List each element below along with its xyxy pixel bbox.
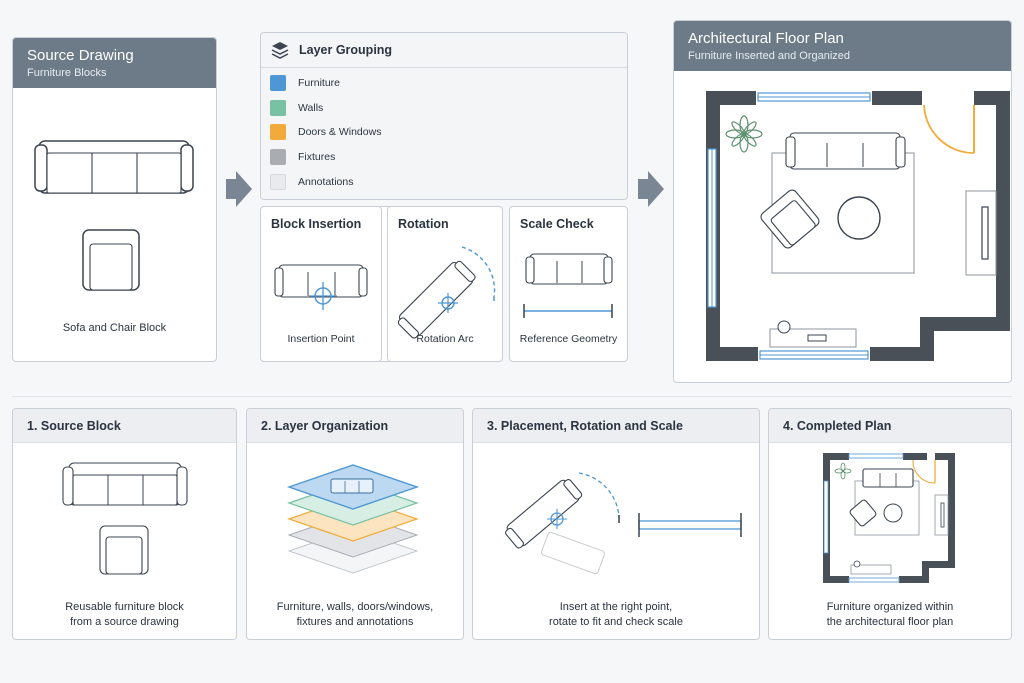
chair-icon <box>82 229 140 291</box>
layer-label: Doors & Windows <box>298 126 382 138</box>
rotation-arc-caption: Rotation Arc <box>416 333 474 345</box>
step-completed-plan-card: 4. Completed Plan Furn <box>768 408 1012 640</box>
layer-row-walls: Walls <box>270 100 323 116</box>
section-divider <box>12 396 1012 397</box>
flow-arrow-2 <box>638 171 664 207</box>
scale-check-card: Scale Check Reference Geometry <box>509 206 628 362</box>
block-insertion-card: Block Insertion Insertion Point <box>260 206 382 362</box>
insertion-sofa-icon <box>274 264 368 310</box>
step-3-scale-icon <box>638 513 742 537</box>
layer-label: Annotations <box>298 176 354 188</box>
step-4-caption-line2: the architectural floor plan <box>826 616 954 628</box>
layers-icon <box>271 42 289 59</box>
source-drawing-caption: Sofa and Chair Block <box>62 322 167 334</box>
floor-plan-panel: Architectural Floor Plan Furniture Inser… <box>673 20 1012 383</box>
step-1-caption-line2: from a source drawing <box>70 616 179 628</box>
step-3-caption-line2: rotate to fit and check scale <box>549 616 683 628</box>
step-3-caption-line1: Insert at the right point, <box>559 601 673 613</box>
source-drawing-panel: Source Drawing Furniture Blocks Sofa and… <box>12 37 217 362</box>
flow-arrow-1 <box>226 171 252 207</box>
block-insertion-title: Block Insertion <box>271 217 362 231</box>
step-1-caption-line1: Reusable furniture block <box>65 601 184 613</box>
layer-label: Fixtures <box>298 151 336 163</box>
step-layer-organization-card: 2. Layer Organization Furniture, walls, … <box>246 408 464 640</box>
layer-row-doors-windows: Doors & Windows <box>270 124 381 140</box>
scale-sofa-icon <box>523 253 613 318</box>
step-2-caption-line2: fixtures and annotations <box>296 616 414 628</box>
layer-label: Furniture <box>298 77 341 89</box>
walls-swatch <box>270 100 286 116</box>
sofa-icon <box>34 140 194 194</box>
reference-geometry-caption: Reference Geometry <box>519 333 618 345</box>
rotation-title: Rotation <box>398 217 449 231</box>
furniture-swatch <box>270 75 286 91</box>
layer-grouping-header: Layer Grouping <box>261 33 627 67</box>
step-2-title: 2. Layer Organization <box>247 409 463 443</box>
annotations-swatch <box>270 174 286 190</box>
rotation-card: Rotation Rotation Arc <box>387 206 503 362</box>
layer-grouping-title: Layer Grouping <box>299 43 393 57</box>
source-drawing-title: Source Drawing <box>27 47 134 64</box>
insertion-point-caption: Insertion Point <box>287 333 355 345</box>
scale-check-title: Scale Check <box>520 217 594 231</box>
step-4-title: 4. Completed Plan <box>769 409 1011 443</box>
step-source-block-card: 1. Source Block Reusable furniture block… <box>12 408 237 640</box>
source-drawing-header: Source Drawing Furniture Blocks <box>13 38 216 88</box>
floor-plan-title: Architectural Floor Plan <box>688 30 844 47</box>
layer-stack-icon <box>286 464 420 574</box>
layer-row-annotations: Annotations <box>270 174 353 190</box>
mini-floor-plan-icon <box>823 453 955 583</box>
step-placement-card: 3. Placement, Rotation and Scale Insert … <box>472 408 760 640</box>
step-4-caption-line1: Furniture organized within <box>826 601 954 613</box>
doors-windows-swatch <box>270 124 286 140</box>
fixtures-swatch <box>270 149 286 165</box>
floor-plan-subtitle: Furniture Inserted and Organized <box>688 50 851 62</box>
rotation-sofa-icon <box>397 246 496 339</box>
step-3-rotation-icon <box>505 472 620 575</box>
step-1-chair-icon <box>99 525 149 575</box>
layer-grouping-panel: Layer Grouping Furniture Walls Doors & W… <box>260 32 628 200</box>
source-drawing-subtitle: Furniture Blocks <box>27 67 107 79</box>
step-3-title: 3. Placement, Rotation and Scale <box>473 409 759 443</box>
floor-plan-drawing <box>706 91 1010 361</box>
step-1-title: 1. Source Block <box>13 409 236 443</box>
layer-row-furniture: Furniture <box>270 75 340 91</box>
layer-row-fixtures: Fixtures <box>270 149 335 165</box>
layer-label: Walls <box>298 102 324 114</box>
step-1-sofa-icon <box>62 462 188 506</box>
floor-plan-header: Architectural Floor Plan Furniture Inser… <box>674 21 1011 71</box>
step-2-caption-line1: Furniture, walls, doors/windows, <box>276 601 434 613</box>
